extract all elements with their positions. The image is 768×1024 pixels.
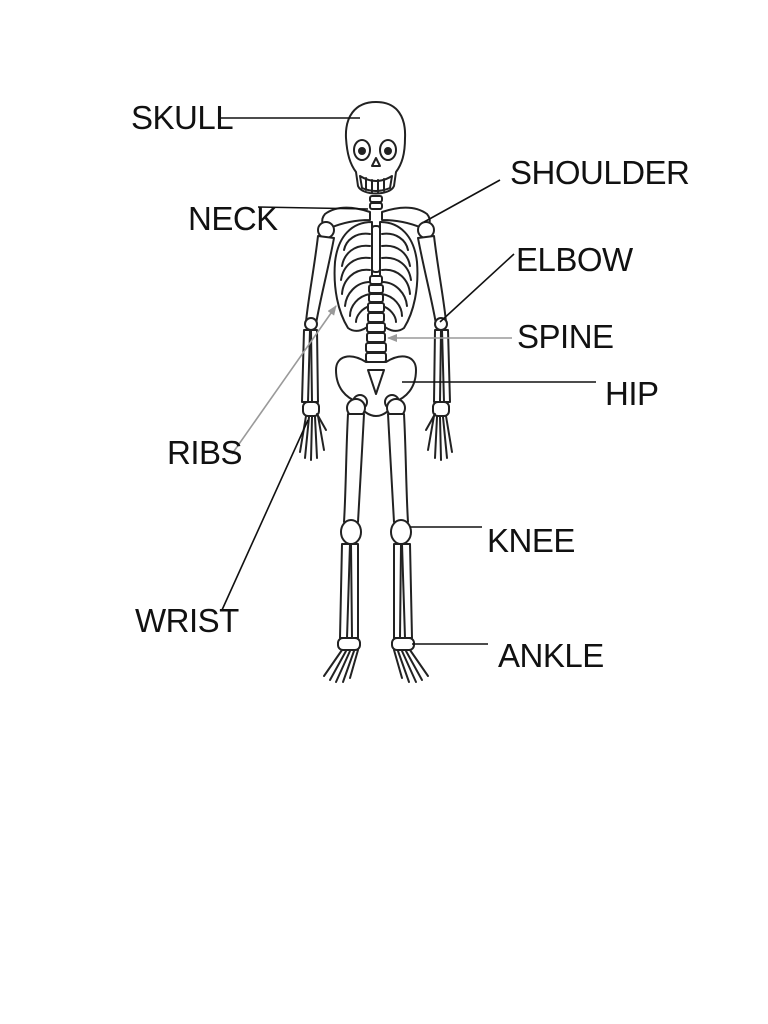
right-arm [417,221,453,461]
skeleton-figure [299,101,453,683]
wrist-leader [221,419,309,611]
label-neck: NECK [188,200,278,237]
label-spine: SPINE [517,318,614,355]
shoulder-leader [423,179,501,223]
label-ankle: ANKLE [498,637,604,674]
elbow-leader [439,253,515,323]
gray-pointers [231,305,512,455]
ribs-pointer [231,305,337,455]
label-elbow: ELBOW [516,241,634,278]
label-knee: KNEE [487,522,575,559]
label-ribs: RIBS [167,434,242,471]
spine [365,275,387,363]
skull [344,101,407,195]
neck-vertebrae [369,195,383,210]
label-hip: HIP [605,375,659,412]
left-leg [323,398,366,683]
right-leg [386,398,429,683]
leader-lines [218,117,596,645]
label-skull: SKULL [131,99,233,136]
label-wrist: WRIST [135,602,239,639]
left-arm [299,221,335,461]
label-shoulder: SHOULDER [510,154,689,191]
ribcage [333,221,419,332]
labels: SKULL SHOULDER NECK ELBOW SPINE HIP RIBS… [131,99,690,674]
neck-leader [257,206,369,210]
shoulder-girdle [321,206,431,229]
